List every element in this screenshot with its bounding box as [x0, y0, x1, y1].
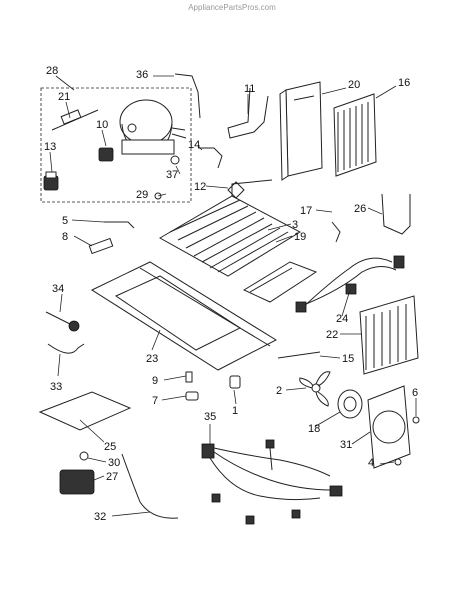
callout-31: 31	[340, 439, 352, 451]
callout-30: 30	[108, 457, 120, 469]
part-35-harness[interactable]	[201, 439, 343, 525]
callout-15: 15	[342, 353, 354, 365]
callout-14: 14	[188, 139, 200, 151]
part-14-tube[interactable]	[198, 147, 223, 169]
callout-18: 18	[308, 423, 320, 435]
callout-11: 11	[244, 83, 255, 95]
part-10-overload[interactable]	[98, 147, 114, 162]
part-5-tube[interactable]	[104, 221, 135, 229]
watermark: AppliancePartsPros.com	[188, 3, 276, 12]
callout-9: 9	[152, 375, 158, 387]
part-6-screw[interactable]	[412, 416, 420, 424]
callout-32: 32	[94, 511, 106, 523]
compressor-group-box	[40, 87, 192, 203]
part-compressor[interactable]	[119, 99, 187, 155]
callout-33: 33	[50, 381, 62, 393]
callout-20: 20	[348, 79, 360, 91]
callout-19: 19	[294, 231, 306, 243]
callout-34: 34	[52, 283, 64, 295]
callout-25: 25	[104, 441, 116, 453]
part-36-tube[interactable]	[174, 73, 201, 119]
callout-12: 12	[194, 181, 206, 193]
part-24-harness[interactable]	[295, 255, 405, 313]
part-9-screw[interactable]	[185, 371, 193, 383]
part-16-condenser[interactable]	[333, 93, 377, 177]
part-1-grommet[interactable]	[229, 375, 241, 389]
part-21-start-relay[interactable]	[51, 109, 99, 131]
leader-lines	[49, 75, 417, 517]
part-34-probe[interactable]	[45, 311, 80, 332]
callout-16: 16	[398, 77, 410, 89]
callout-22: 22	[326, 329, 338, 341]
part-2-fan-blade[interactable]	[299, 371, 331, 407]
callout-4: 4	[368, 457, 374, 469]
part-26-tube[interactable]	[381, 193, 411, 235]
part-20-cover[interactable]	[279, 81, 323, 181]
callout-13: 13	[44, 141, 56, 153]
part-29-clip[interactable]	[154, 192, 162, 200]
callout-37: 37	[166, 169, 178, 181]
part-4-screw[interactable]	[394, 458, 402, 466]
callout-27: 27	[106, 471, 118, 483]
callout-28: 28	[46, 65, 58, 77]
callout-10: 10	[96, 119, 108, 131]
part-19-tray[interactable]	[242, 261, 318, 303]
part-37-grommet[interactable]	[170, 155, 180, 165]
part-12-bracket[interactable]	[227, 181, 245, 199]
part-22-condenser[interactable]	[359, 295, 419, 375]
part-27-cover[interactable]	[59, 469, 95, 495]
callout-36: 36	[136, 69, 148, 81]
callout-26: 26	[354, 203, 366, 215]
part-7-spacer[interactable]	[185, 391, 199, 401]
part-32-power-cord[interactable]	[121, 453, 179, 519]
part-17-tube[interactable]	[331, 221, 341, 243]
callout-labels: 28 21 10 13 36 11 20 16 14 37 12 29 5 8 …	[44, 65, 418, 523]
callout-2: 2	[276, 385, 282, 397]
callout-23: 23	[146, 353, 158, 365]
callout-7: 7	[152, 395, 158, 407]
callout-8: 8	[62, 231, 68, 243]
part-33-cord[interactable]	[47, 343, 85, 354]
part-18-fan-motor[interactable]	[337, 389, 363, 419]
part-31-shroud[interactable]	[367, 385, 411, 469]
part-11-tube[interactable]	[227, 87, 269, 139]
callout-1: 1	[232, 405, 238, 417]
callout-21: 21	[58, 91, 70, 103]
callout-29: 29	[136, 189, 148, 201]
part-23-base[interactable]	[90, 261, 278, 371]
callout-35: 35	[204, 411, 216, 423]
part-13-relay[interactable]	[43, 171, 59, 191]
part-15-rod[interactable]	[277, 351, 321, 359]
callout-3: 3	[292, 219, 298, 231]
callout-24: 24	[336, 313, 348, 325]
part-3-evaporator[interactable]	[158, 179, 302, 277]
part-30-clip[interactable]	[79, 451, 89, 461]
callout-6: 6	[412, 387, 418, 399]
part-8-insulation[interactable]	[88, 237, 114, 255]
callout-5: 5	[62, 215, 68, 227]
callout-17: 17	[300, 205, 312, 217]
part-25-pad[interactable]	[38, 391, 132, 431]
